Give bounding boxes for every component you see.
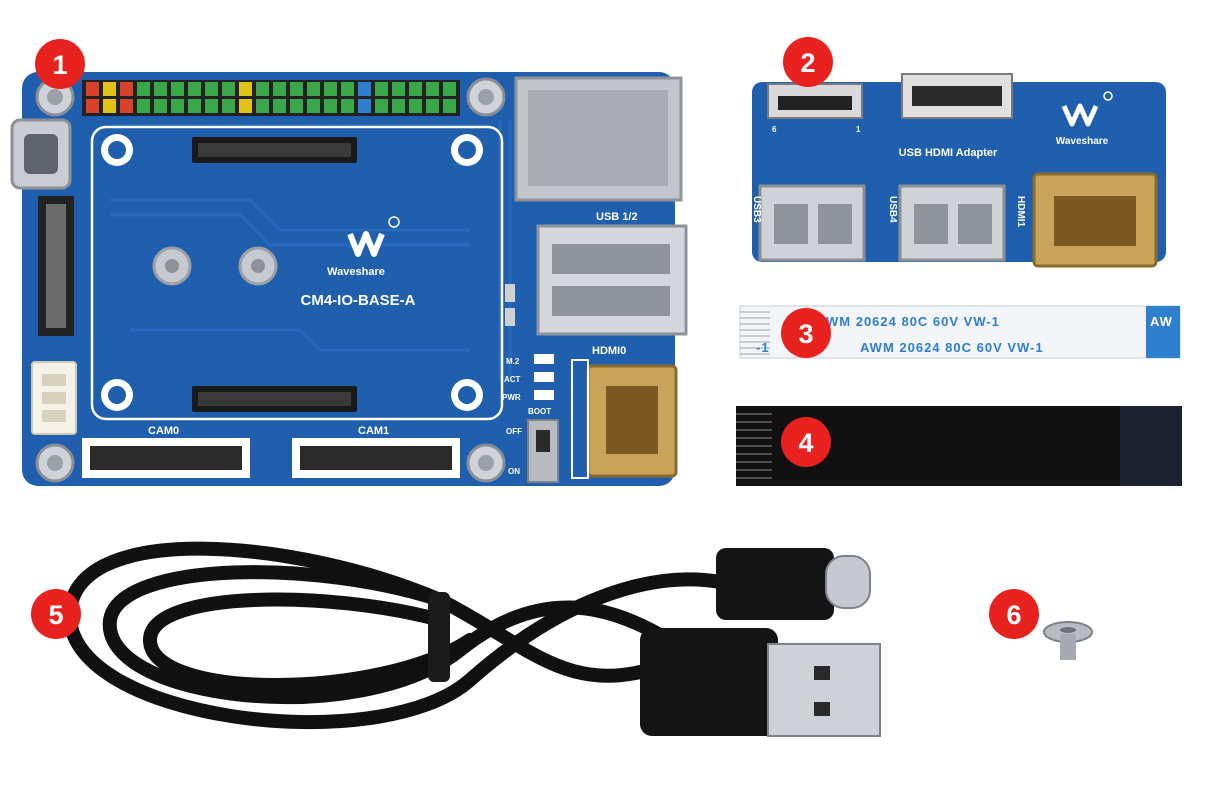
on-label: ON	[508, 467, 520, 476]
gpio-pin	[409, 82, 422, 96]
hdmi1-label: HDMI1	[1015, 196, 1026, 228]
gpio-pin	[103, 99, 116, 113]
gpio-pin	[154, 82, 167, 96]
gpio-pin	[307, 82, 320, 96]
usb4-label: USB4	[887, 196, 898, 223]
adapter-waveshare-logo	[1061, 91, 1113, 127]
gpio-pin	[205, 99, 218, 113]
adapter-brand-label: Waveshare	[1056, 136, 1109, 147]
fpc-line1-tail: AW	[1150, 314, 1173, 329]
gpio-pin	[341, 82, 354, 96]
badge-5: 5	[31, 589, 81, 639]
badge-6-number: 6	[1006, 600, 1021, 630]
badge-5-number: 5	[48, 600, 63, 630]
gpio-pin	[171, 82, 184, 96]
adapter-title-label: USB HDMI Adapter	[899, 147, 998, 159]
fpc-line2: AWM 20624 80C 60V VW-1	[860, 340, 1044, 355]
mounting-holes	[35, 77, 506, 483]
gpio-pin	[222, 82, 235, 96]
gpio-pin	[188, 82, 201, 96]
gpio-pin	[392, 99, 405, 113]
gpio-pin	[307, 99, 320, 113]
gpio-pin	[375, 82, 388, 96]
gpio-pin	[205, 82, 218, 96]
gpio-pin	[409, 99, 422, 113]
badge-6: 6	[989, 589, 1039, 639]
gpio-pin	[239, 99, 252, 113]
usb-hdmi-adapter: Waveshare USB HDMI Adapter 6 1 USB3 USB4…	[751, 73, 1166, 268]
gpio-pin	[341, 99, 354, 113]
usb-cable	[62, 541, 727, 730]
badge-2: 2	[783, 37, 833, 87]
gpio-pin	[239, 82, 252, 96]
badge-3-number: 3	[798, 319, 813, 349]
gpio-pin	[256, 82, 269, 96]
adapter-pin6-label: 6	[772, 125, 777, 134]
gpio-pin	[426, 99, 439, 113]
gpio-pin	[154, 99, 167, 113]
cam0-label: CAM0	[148, 425, 179, 437]
gpio-pin	[86, 99, 99, 113]
gpio-pin	[324, 82, 337, 96]
screw	[1043, 621, 1093, 660]
usb12-label: USB 1/2	[596, 211, 638, 223]
gpio-pin	[120, 99, 133, 113]
gpio-pin	[290, 82, 303, 96]
gpio-pin	[443, 82, 456, 96]
gpio-pin	[137, 82, 150, 96]
gpio-pin	[273, 82, 286, 96]
badge-1: 1	[35, 39, 85, 89]
gpio-pin	[137, 99, 150, 113]
m2-label: M.2	[506, 357, 520, 366]
cam1-label: CAM1	[358, 425, 389, 437]
gpio-pin	[103, 82, 116, 96]
badge-4-number: 4	[798, 428, 813, 458]
badge-4: 4	[781, 417, 831, 467]
gpio-pin	[358, 82, 371, 96]
gpio-pin	[273, 99, 286, 113]
adapter-pin1-label: 1	[856, 125, 861, 134]
gpio-pin	[222, 99, 235, 113]
usb3-label: USB3	[751, 196, 762, 223]
board-brand-label: Waveshare	[327, 266, 385, 278]
gpio-header	[82, 80, 460, 116]
fpc-line2-head: -1	[756, 340, 770, 355]
gpio-pin	[443, 99, 456, 113]
gpio-pin	[290, 99, 303, 113]
board-model-label: CM4-IO-BASE-A	[301, 292, 416, 309]
gpio-pin	[86, 82, 99, 96]
waveshare-logo	[347, 216, 400, 257]
gpio-pin	[188, 99, 201, 113]
fpc-line1: WM 20624 80C 60V VW-1	[826, 314, 1000, 329]
off-label: OFF	[506, 427, 522, 436]
gpio-pin	[375, 99, 388, 113]
boot-label: BOOT	[528, 407, 551, 416]
badge-3: 3	[781, 308, 831, 358]
pwr-label: PWR	[502, 393, 521, 402]
gpio-pin	[120, 82, 133, 96]
badge-1-number: 1	[52, 50, 67, 80]
gpio-pin	[392, 82, 405, 96]
badge-2-number: 2	[800, 48, 815, 78]
gpio-pin	[358, 99, 371, 113]
act-label: ACT	[504, 375, 521, 384]
hdmi0-label: HDMI0	[592, 345, 626, 357]
cm4-io-base-board: Waveshare CM4-IO-BASE-A USB 1/2 HDMI0 CA…	[10, 72, 688, 486]
gpio-pin	[171, 99, 184, 113]
gpio-pin	[324, 99, 337, 113]
gpio-pin	[256, 99, 269, 113]
gpio-pin	[426, 82, 439, 96]
